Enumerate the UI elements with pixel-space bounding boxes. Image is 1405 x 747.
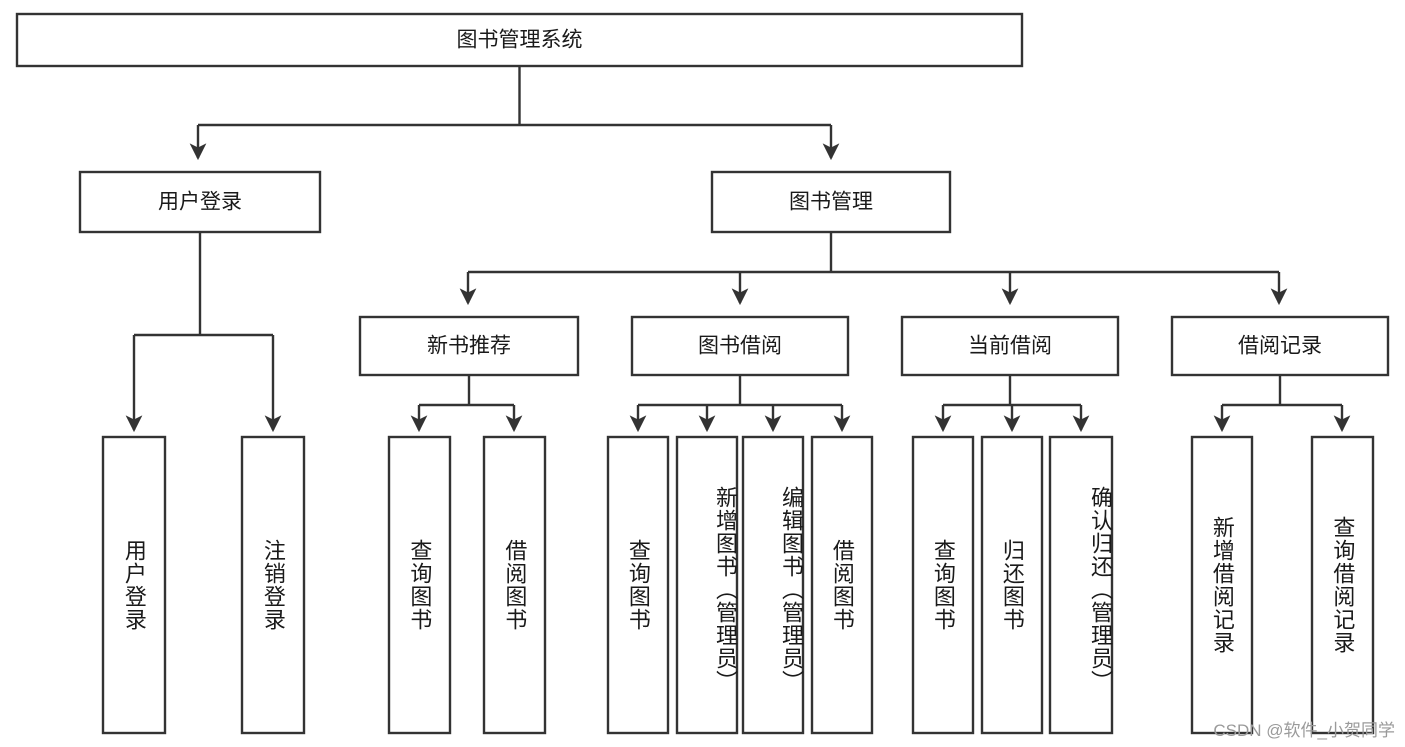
- leaf-box-current-borrow-3[interactable]: [1048, 435, 1114, 735]
- leaf-box-current-borrow-1[interactable]: [911, 435, 975, 735]
- csdn-watermark: CSDN @软件_小贺同学: [1213, 721, 1395, 740]
- node-borrow-record-box[interactable]: [1170, 315, 1390, 377]
- leaf-box-book-borrow-3[interactable]: [741, 435, 805, 735]
- node-new-book-recommend-box[interactable]: [358, 315, 580, 377]
- node-current-borrow[interactable]: 当前借阅: [900, 315, 1120, 377]
- node-user-login-label: 用户登录: [158, 191, 242, 214]
- node-book-manage[interactable]: 图书管理: [710, 170, 952, 234]
- node-new-book-recommend-label: 新书推荐: [427, 335, 511, 358]
- node-current-borrow-box[interactable]: [900, 315, 1120, 377]
- leaf-box-book-borrow-4[interactable]: [810, 435, 874, 735]
- node-root-box[interactable]: [15, 12, 1024, 68]
- leaf-box-new-book-2[interactable]: [482, 435, 547, 735]
- node-book-manage-label: 图书管理: [789, 191, 873, 214]
- node-current-borrow-label: 当前借阅: [968, 335, 1052, 358]
- leaf-box-new-book-1[interactable]: [387, 435, 452, 735]
- leaf-box-user-login-2[interactable]: [240, 435, 306, 735]
- node-book-manage-box[interactable]: [710, 170, 952, 234]
- leaf-box-user-login-1[interactable]: [101, 435, 167, 735]
- node-root-label: 图书管理系统: [457, 29, 583, 52]
- leaf-box-borrow-record-1[interactable]: [1190, 435, 1254, 735]
- node-new-book-recommend[interactable]: 新书推荐: [358, 315, 580, 377]
- node-book-borrow-label: 图书借阅: [698, 335, 782, 358]
- node-book-borrow-box[interactable]: [630, 315, 850, 377]
- node-borrow-record[interactable]: 借阅记录: [1170, 315, 1390, 377]
- leaf-box-borrow-record-2[interactable]: [1310, 435, 1375, 735]
- leaf-box-current-borrow-2[interactable]: [980, 435, 1044, 735]
- node-borrow-record-label: 借阅记录: [1238, 335, 1322, 358]
- leaf-box-book-borrow-2[interactable]: [675, 435, 739, 735]
- node-root[interactable]: 图书管理系统: [15, 12, 1024, 68]
- leaf-box-book-borrow-1[interactable]: [606, 435, 670, 735]
- node-book-borrow[interactable]: 图书借阅: [630, 315, 850, 377]
- node-user-login[interactable]: 用户登录: [78, 170, 322, 234]
